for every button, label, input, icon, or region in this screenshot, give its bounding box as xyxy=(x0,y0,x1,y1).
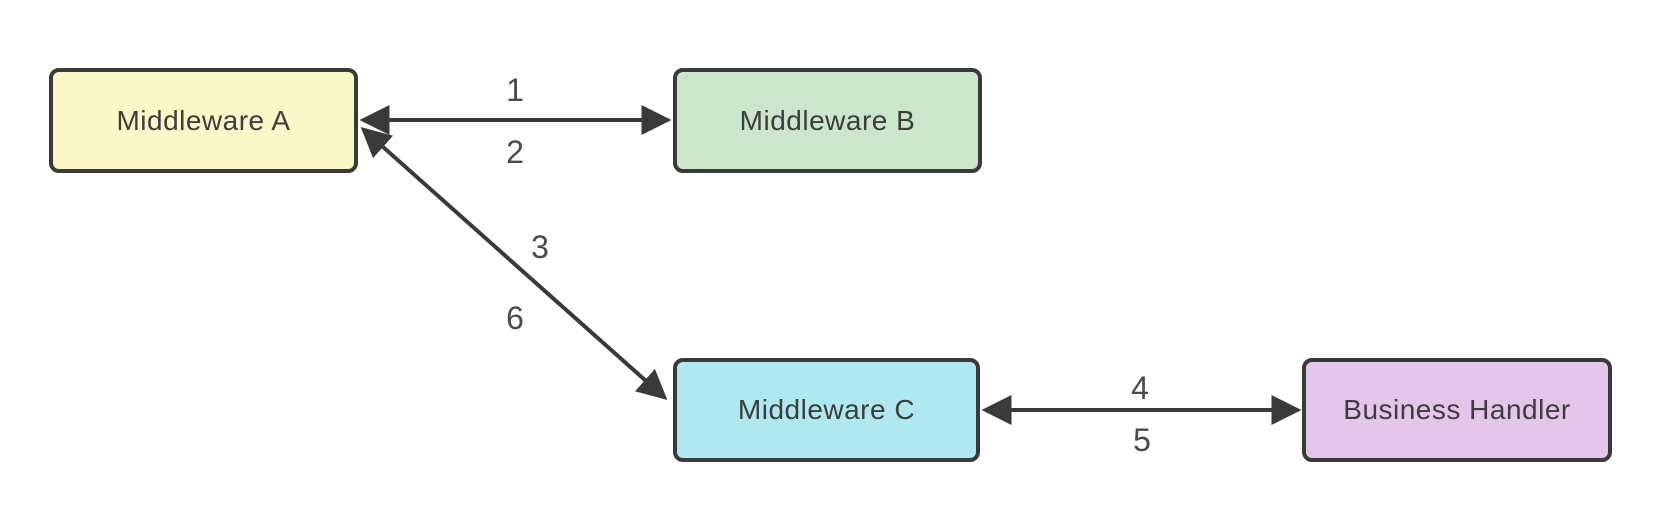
node-middleware-b-label: Middleware B xyxy=(739,104,916,136)
node-middleware-a: Middleware A xyxy=(49,68,358,173)
node-middleware-c-label: Middleware C xyxy=(737,394,916,425)
node-business-handler: Business Handler xyxy=(1302,358,1612,462)
edge-c-handler-label-top: 4 xyxy=(1131,370,1149,406)
edge-a-c-label-top: 3 xyxy=(531,229,549,265)
node-middleware-c: Middleware C xyxy=(673,358,980,462)
edge-a-b-label-bottom: 2 xyxy=(506,134,524,170)
edge-a-c-label-bottom: 6 xyxy=(506,300,524,336)
edge-c-handler-label-bottom: 5 xyxy=(1133,422,1151,458)
edge-a-b-label-top: 1 xyxy=(506,72,524,108)
node-business-handler-label: Business Handler xyxy=(1343,394,1571,425)
node-middleware-a-label: Middleware A xyxy=(116,104,291,136)
edge-a-c xyxy=(360,127,668,400)
node-middleware-b: Middleware B xyxy=(673,68,982,173)
